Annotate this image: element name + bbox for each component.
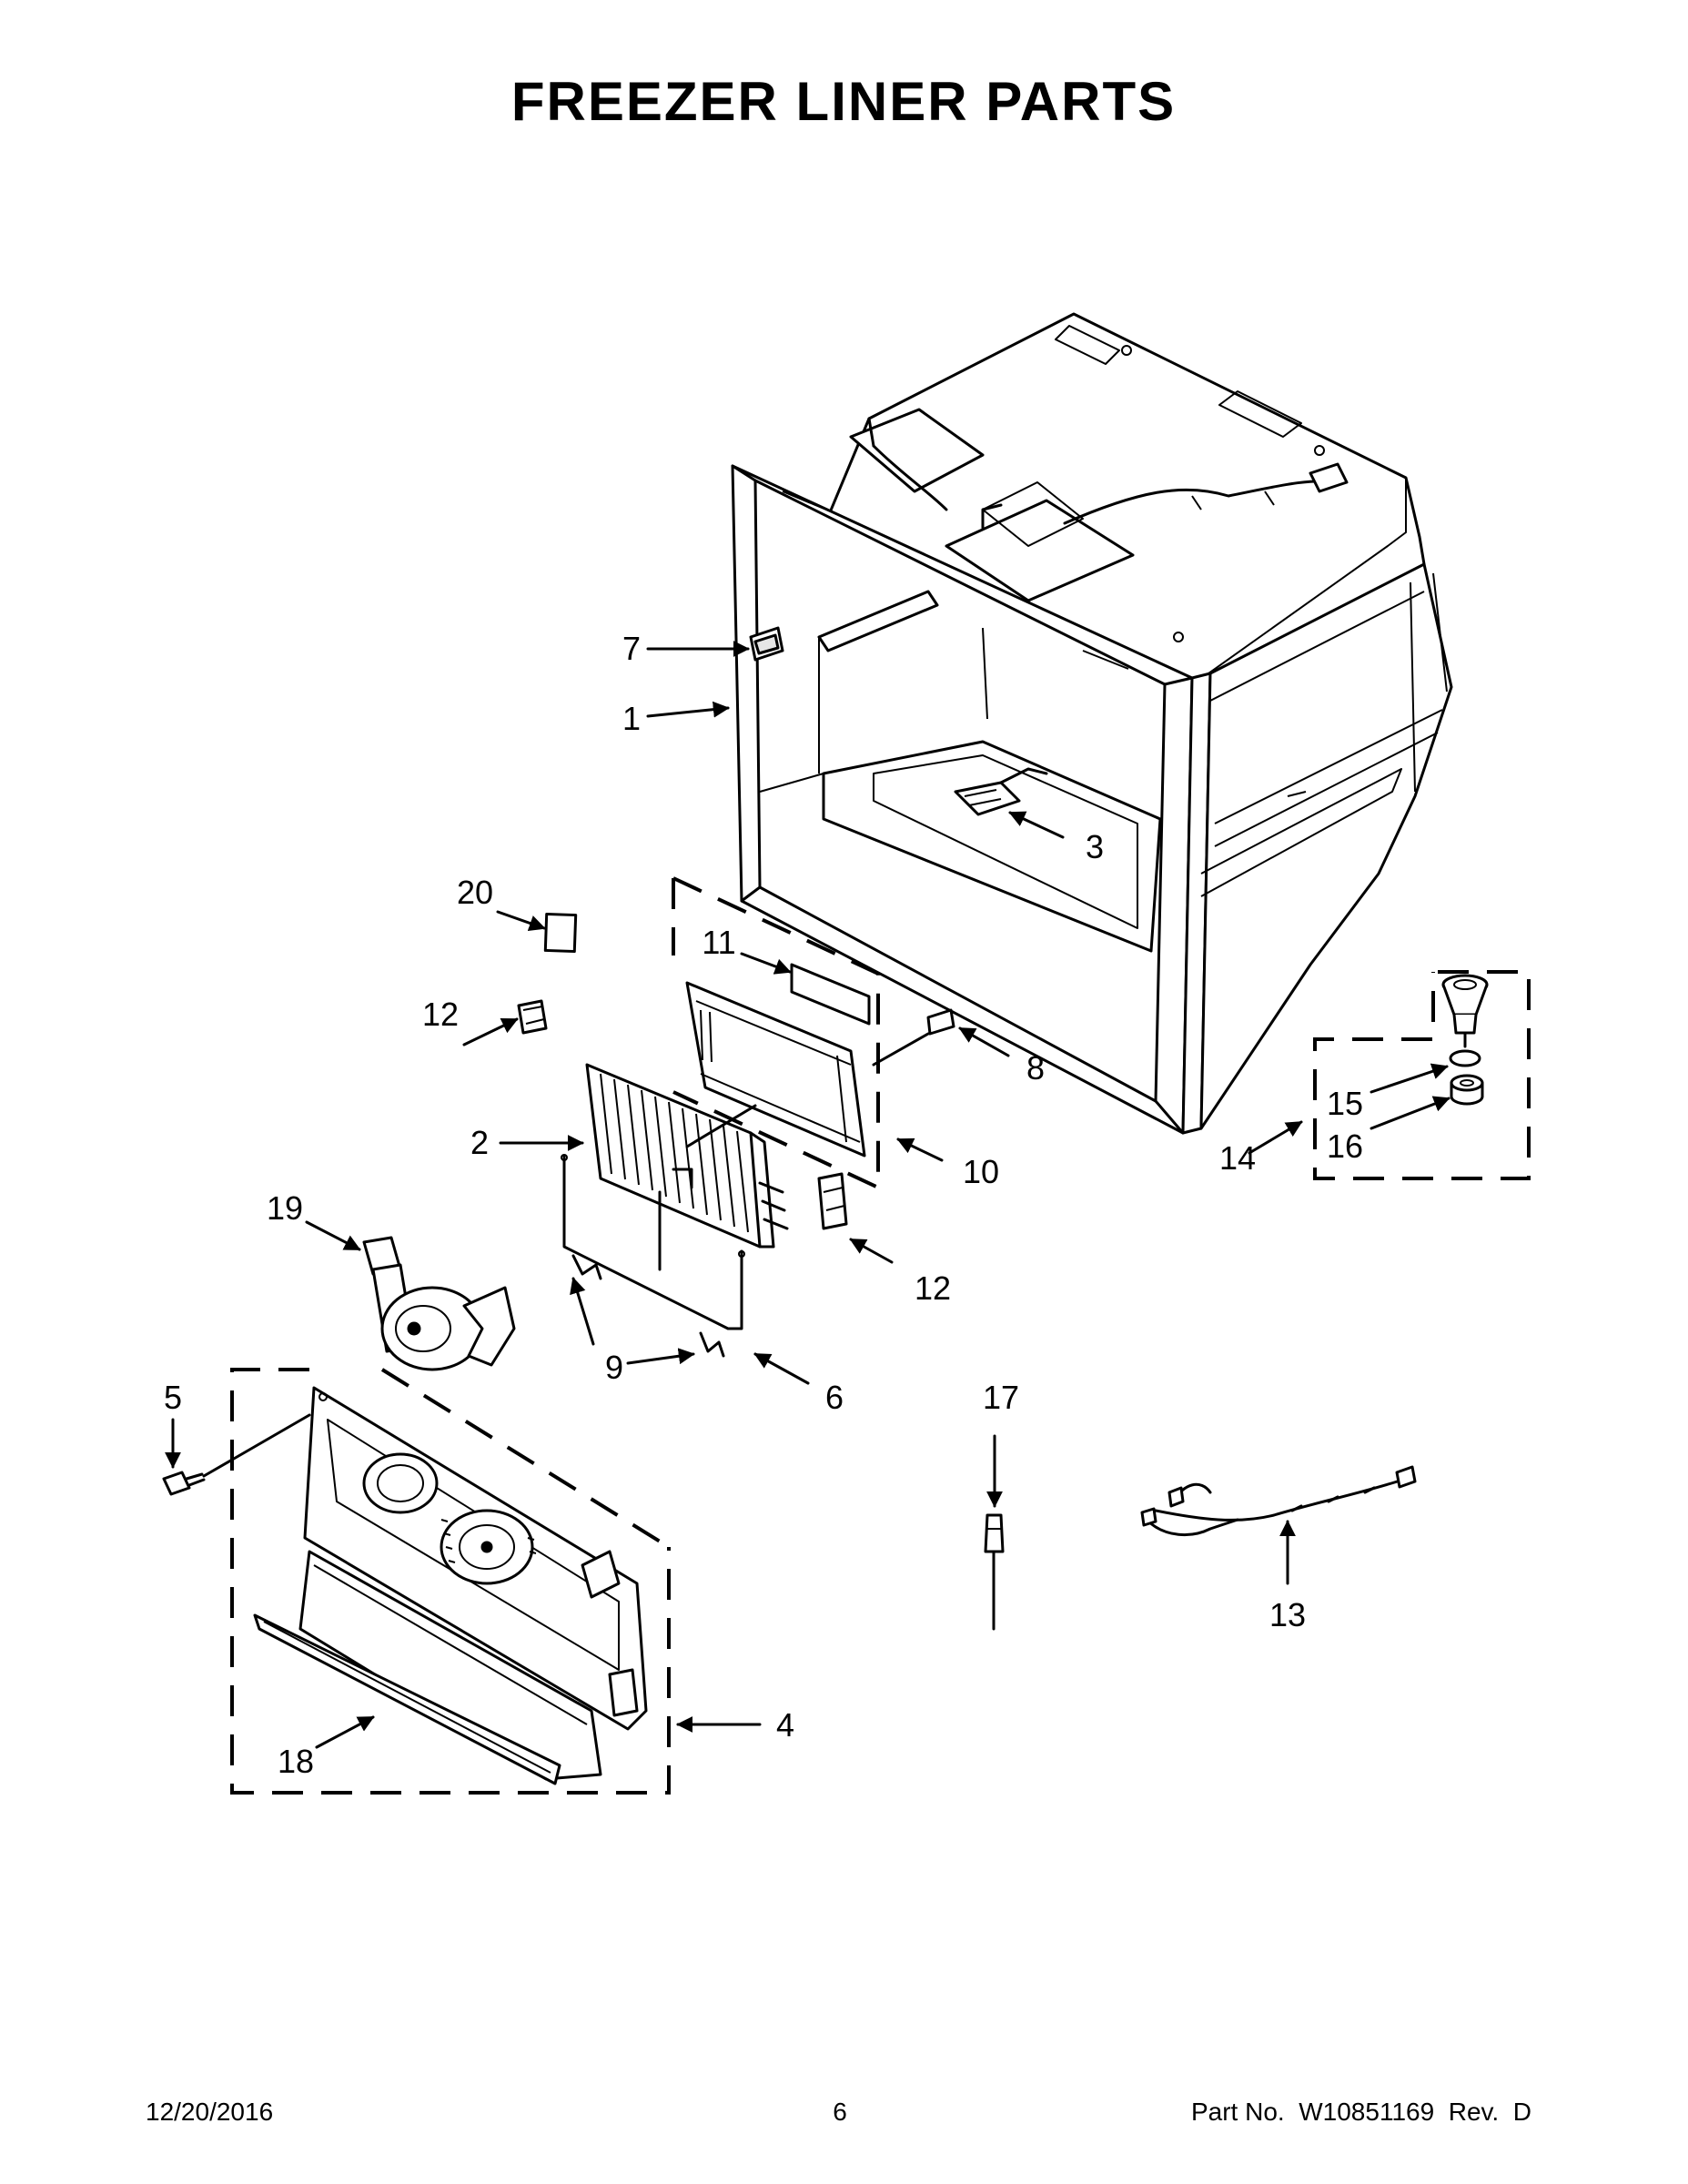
label-part-20 — [543, 912, 578, 954]
switch-part-7 — [749, 626, 784, 662]
assembly-group-4-border — [230, 1368, 671, 1795]
callout-1: 1 — [622, 700, 641, 737]
assembly-group-10-border — [672, 876, 880, 1191]
callout-15: 15 — [1327, 1085, 1363, 1122]
retainer-part-12-right — [817, 1172, 848, 1230]
callout-2: 2 — [470, 1124, 489, 1161]
clip-part-9-a — [571, 1254, 602, 1280]
callout-5: 5 — [164, 1379, 182, 1416]
o-ring-part-15 — [1449, 1049, 1481, 1067]
evaporator-cover-part-10 — [685, 981, 866, 1158]
fan-cover-part-4 — [298, 1386, 648, 1781]
retainer-part-12-left — [517, 999, 548, 1035]
wire-harness-part-13 — [1140, 1465, 1417, 1537]
trim-part-18 — [253, 1613, 561, 1785]
sensor-part-3 — [954, 767, 1048, 816]
washer-part-16 — [1450, 1074, 1484, 1106]
callout-12-right: 12 — [915, 1269, 951, 1307]
callout-4: 4 — [776, 1706, 794, 1744]
callout-14: 14 — [1219, 1139, 1256, 1177]
callout-18: 18 — [278, 1743, 314, 1780]
page-title: FREEZER LINER PARTS — [511, 71, 1176, 132]
clip-part-8 — [872, 1008, 955, 1067]
fan-motor-part-19 — [362, 1236, 516, 1371]
callout-13: 13 — [1269, 1596, 1306, 1633]
footer-page-number: 6 — [833, 2098, 847, 2126]
clip-part-9-b — [699, 1331, 725, 1358]
callout-labels: 7 1 3 20 11 12 8 2 10 14 15 16 19 12 9 6… — [164, 630, 1363, 1780]
callout-17: 17 — [983, 1379, 1019, 1416]
callout-10: 10 — [963, 1153, 999, 1190]
footer-date: 12/20/2016 — [146, 2098, 273, 2126]
thermistor-part-17 — [984, 1513, 1005, 1631]
callout-20: 20 — [457, 874, 493, 911]
callout-11: 11 — [702, 924, 735, 961]
drain-fitting — [1441, 974, 1489, 1048]
callout-16: 16 — [1327, 1127, 1363, 1165]
screw-part-5 — [162, 1413, 311, 1496]
callout-12-left: 12 — [422, 996, 459, 1033]
callout-7: 7 — [622, 630, 641, 667]
footer-part-number: Part No. W10851169 Rev. D — [1191, 2098, 1531, 2126]
assembly-group-14-border — [1313, 970, 1531, 1180]
freezer-liner-part-1 — [731, 312, 1453, 1135]
callout-6: 6 — [825, 1379, 844, 1416]
callout-3: 3 — [1086, 828, 1104, 865]
evaporator-part-2 — [585, 1063, 789, 1249]
insulation-part-11 — [790, 963, 871, 1026]
leader-arrows — [165, 641, 1450, 1749]
callout-8: 8 — [1026, 1049, 1045, 1087]
callout-19: 19 — [267, 1189, 303, 1227]
heater-part-6 — [561, 1154, 745, 1330]
callout-9: 9 — [605, 1349, 623, 1386]
